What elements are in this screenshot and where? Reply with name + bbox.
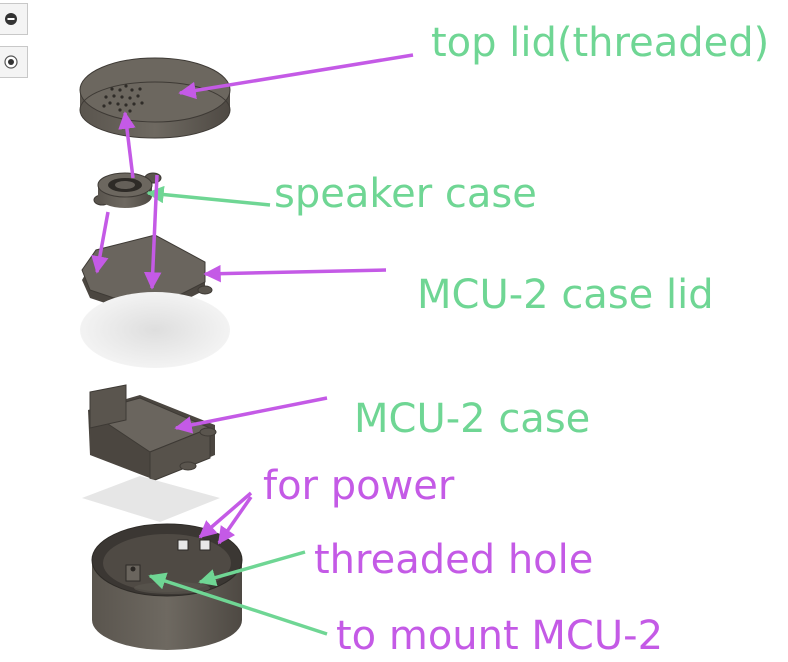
mcu-case-lid-shadow [80,292,230,368]
label-threaded-hole: threaded hole [314,537,593,583]
label-for-power: for power [263,463,455,509]
mount-post [125,564,141,582]
toolbar-button-collapse[interactable] [0,3,28,35]
label-speaker-case: speaker case [274,171,537,217]
radio-dot-icon [3,55,18,69]
label-mcu-case-lid: MCU-2 case lid [417,272,714,318]
power-hole-2 [199,539,211,551]
power-hole-1 [177,539,189,551]
label-mcu-case: MCU-2 case [354,396,590,442]
label-top-lid: top lid(threaded) [431,20,769,66]
top-lid-part [79,57,231,139]
mcu-case-part [88,384,217,483]
annotation-arrows [91,53,414,636]
label-to-mount: to mount MCU-2 [336,613,663,659]
toolbar-button-radio[interactable] [0,46,28,78]
mcu-case-shadow [82,476,220,522]
speaker-case-part [93,172,162,208]
minus-circle-icon [4,13,17,25]
speaker-grill-holes [102,84,144,113]
